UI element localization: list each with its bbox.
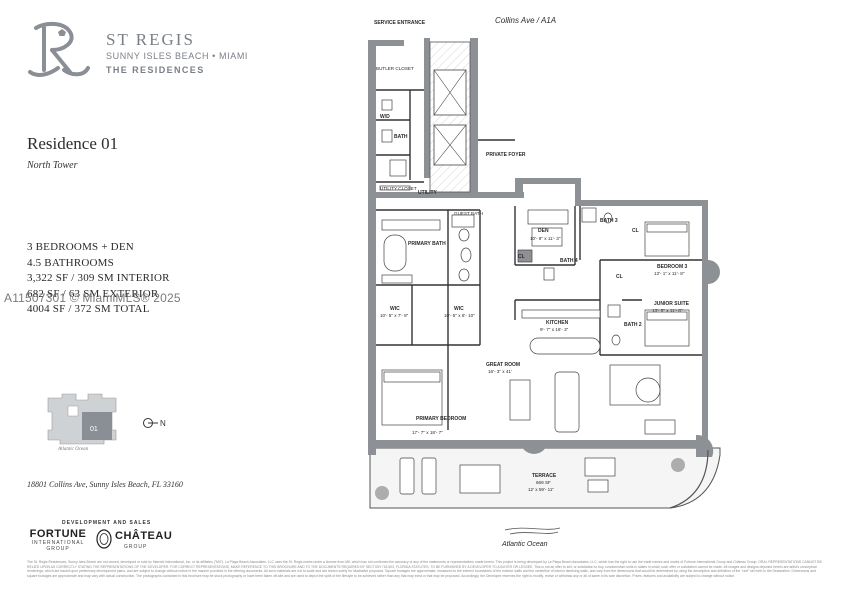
- chateau-logo: CHÂTEAU GROUP: [96, 527, 176, 553]
- label-great-room: GREAT ROOM: [486, 362, 520, 368]
- label-junior-suite: JUNIOR SUITE: [654, 301, 690, 307]
- brand-logo: ST REGIS SUNNY ISLES BEACH • MIAMI THE R…: [24, 20, 264, 82]
- label-great-room-dim: 16'- 3" x 41': [488, 369, 512, 374]
- label-bath2: BATH 2: [624, 322, 642, 328]
- label-wic-1: WIC: [390, 306, 400, 312]
- key-plan: 01: [47, 393, 117, 445]
- tower-name: North Tower: [27, 160, 78, 171]
- bay-windows: [520, 260, 720, 457]
- plant-icons: [375, 458, 685, 500]
- legal-disclaimer: The St. Regis Residences, Sunny Isles Be…: [27, 560, 822, 578]
- chateau-seal-icon: [96, 529, 112, 549]
- residence-title: Residence 01: [27, 134, 119, 153]
- label-bath3: BATH 3: [600, 218, 618, 224]
- label-kitchen: KITCHEN: [546, 320, 569, 326]
- brand-residences: THE RESIDENCES: [106, 65, 205, 75]
- label-primary-bath: PRIMARY BATH: [408, 241, 446, 247]
- label-butler-closet: BUTLER CLOSET: [376, 66, 414, 71]
- fortune-logo: FORTUNE INTERNATIONAL GROUP: [27, 528, 89, 552]
- north-arrow-icon: N: [143, 418, 166, 428]
- chateau-name: CHÂTEAU: [115, 530, 173, 542]
- label-private-foyer: PRIVATE FOYER: [486, 152, 526, 158]
- keyplan-unit-highlight: [82, 412, 112, 440]
- label-terrace-dim: 12' x 59'- 11": [528, 487, 554, 492]
- floor-plan-drawing: Collins Ave / A1A: [368, 16, 721, 548]
- fortune-name: FORTUNE: [29, 528, 87, 540]
- fixtures: [379, 99, 690, 495]
- label-cl-3: CL: [616, 274, 623, 280]
- mls-watermark: A11507301 © MiamiMLS® 2025: [4, 291, 181, 305]
- ocean-wave-icon: [504, 527, 561, 535]
- label-den-dim: 10'- 9" x 11'- 3": [530, 236, 561, 241]
- ocean-label: Atlantic Ocean: [501, 541, 548, 548]
- brand-location: SUNNY ISLES BEACH • MIAMI: [106, 51, 249, 61]
- label-wic-1-dim: 10'- 5" x 7'- 8": [380, 313, 409, 318]
- label-junior-suite-dim: 13'- 5" x 11'- 8": [652, 308, 683, 313]
- label-primary-bedroom: PRIMARY BEDROOM: [416, 416, 466, 422]
- label-bath4: BATH 4: [560, 258, 578, 264]
- label-cl-1: CL: [518, 254, 525, 260]
- north-label: N: [160, 419, 166, 428]
- label-terrace: TERRACE: [532, 473, 557, 479]
- fortune-sub: INTERNATIONAL: [31, 540, 85, 546]
- label-den: DEN: [538, 228, 549, 234]
- label-bath: BATH: [394, 134, 408, 140]
- spec-exterior: 682 SF / 63 SM EXTERIOR: [27, 287, 159, 300]
- label-primary-bedroom-dim: 17'- 7" x 18'- 7": [412, 430, 443, 435]
- label-bedroom3: BEDROOM 3: [657, 264, 688, 270]
- spec-total: 4004 SF / 372 SM TOTAL: [27, 303, 150, 316]
- elevator-core: [429, 41, 471, 193]
- street-label: Collins Ave / A1A: [495, 16, 556, 25]
- label-terrace-area: 669 SF: [536, 480, 551, 485]
- label-bedroom3-dim: 13'- 1" x 11'- 8": [654, 271, 685, 276]
- label-wic-2-dim: 10'- 5" x 6'- 10": [444, 313, 475, 318]
- label-cl-2: CL: [632, 228, 639, 234]
- spec-interior: 3,322 SF / 309 SM INTERIOR: [27, 272, 170, 285]
- brand-name: ST REGIS: [106, 30, 195, 49]
- fortune-group: GROUP: [46, 546, 70, 552]
- spec-bathrooms: 4.5 BATHROOMS: [27, 256, 114, 269]
- label-wic-2: WIC: [454, 306, 464, 312]
- label-guest-bath: GUEST BATH: [454, 211, 483, 216]
- unit-specs: 3 BEDROOMS + DEN 4.5 BATHROOMS 3,322 SF …: [27, 240, 170, 318]
- development-label: DEVELOPMENT AND SALES: [62, 520, 152, 526]
- floor-plan: Collins Ave / A1A: [360, 10, 830, 555]
- keyplan-ocean-label: Atlantic Ocean: [58, 447, 89, 452]
- interior-walls: [376, 89, 702, 430]
- label-utility: UTILITY: [418, 190, 438, 196]
- label-wd: W/D: [380, 114, 390, 120]
- label-service-entrance: SERVICE ENTRANCE: [374, 20, 426, 26]
- building-address: 18801 Collins Ave, Sunny Isles Beach, FL…: [27, 480, 183, 489]
- chateau-sub: GROUP: [124, 544, 148, 550]
- label-utility-closet: UTILITY CLOSET: [380, 186, 417, 191]
- label-kitchen-dim: 9'- 7" x 16'- 3": [540, 327, 569, 332]
- keyplan-unit-label: 01: [90, 426, 98, 433]
- spec-bedrooms: 3 BEDROOMS + DEN: [27, 241, 134, 253]
- st-regis-monogram-icon: [28, 21, 90, 77]
